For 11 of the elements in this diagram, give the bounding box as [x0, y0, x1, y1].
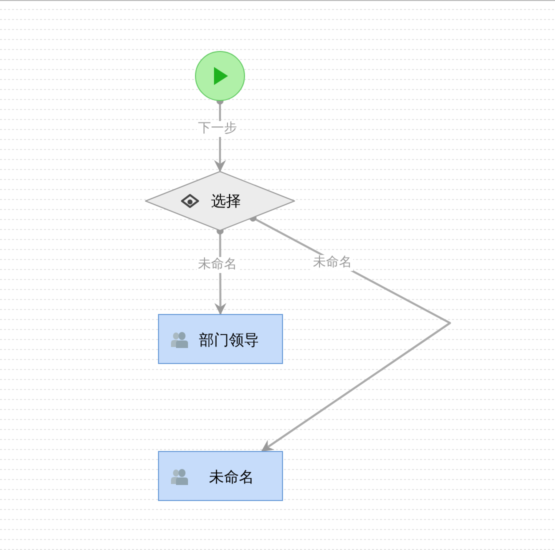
arrow — [250, 214, 451, 452]
edge-label: 下一步 — [197, 121, 238, 137]
node-label: 未命名 — [209, 468, 254, 486]
decision-diamond — [145, 171, 295, 231]
edge-label: 未命名 — [197, 257, 238, 273]
task-box — [158, 314, 283, 364]
task-box — [158, 451, 283, 501]
start-circle — [195, 51, 245, 101]
node-label: 部门领导 — [199, 331, 259, 349]
node-label: 选择 — [211, 192, 241, 210]
edge-label: 未命名 — [312, 255, 353, 271]
